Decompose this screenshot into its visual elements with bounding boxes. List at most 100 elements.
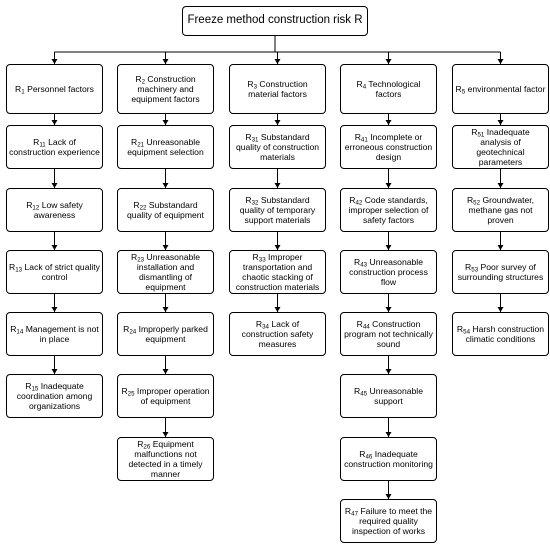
risk-item-4-5-label: R45 Unreasonable support	[343, 386, 434, 406]
risk-item-2-5-code: R	[121, 385, 128, 396]
risk-item-4-2-label: R42 Code standards, improper selection o…	[343, 195, 434, 225]
risk-item-2-4-label: R24 Improperly parked equipment	[120, 324, 211, 344]
risk-item-4-5-connector-arrowhead	[385, 369, 392, 374]
risk-item-2-4-connector-arrowhead	[162, 307, 169, 312]
risk-item-4-2-connector-arrowhead	[385, 183, 392, 188]
category-1-header-text: Personnel factors	[24, 83, 94, 94]
risk-item-1-5: R15 Inadequate coordination among organi…	[6, 374, 103, 418]
category-2-header: R2 Construction machinery and equipment …	[117, 64, 214, 114]
risk-item-2-5: R25 Improper operation of equipment	[117, 374, 214, 418]
risk-item-4-7-code: R	[344, 505, 352, 516]
risk-item-1-2-label: R12 Low safety awareness	[9, 200, 100, 220]
category-4-header-text: Technological factors	[366, 78, 421, 99]
risk-item-1-4-label: R14 Management is not in place	[9, 324, 100, 344]
risk-item-4-3: R43 Unreasonable construction process fl…	[340, 250, 437, 294]
category-5-header-code-subscript: 5	[461, 88, 466, 96]
risk-item-1-4-connector-arrowhead	[51, 307, 58, 312]
risk-item-1-2-code-subscript: 12	[32, 204, 40, 212]
category-5-header-connector-arrowhead	[497, 59, 504, 64]
risk-item-2-1: R21 Unreasonable equipment selection	[117, 125, 214, 169]
category-3-header-connector-arrowhead	[274, 59, 281, 64]
risk-item-4-4-code: R	[356, 318, 363, 329]
risk-item-3-4-label: R34 Lack of construction safety measures	[232, 319, 323, 349]
risk-item-2-6-label: R26 Equipment malfunctions not detected …	[120, 439, 211, 480]
risk-item-4-6-text: Inadequate construction monitoring	[344, 448, 433, 469]
risk-item-1-4-code: R	[10, 323, 17, 334]
risk-item-3-4: R34 Lack of construction safety measures	[229, 312, 326, 356]
risk-item-5-1-code: R	[471, 126, 478, 137]
risk-item-4-4-label: R44 Construction program not technically…	[343, 319, 434, 349]
risk-item-3-2-text: Substandard quality of temporary support…	[239, 194, 316, 226]
risk-item-1-3-label: R13 Lack of strict quality control	[9, 262, 100, 282]
risk-item-2-5-label: R25 Improper operation of equipment	[120, 386, 211, 406]
risk-item-5-1-label: R51 Inadequate analysis of geotechnical …	[455, 127, 546, 168]
category-3-header: R3 Construction material factors	[229, 64, 326, 114]
risk-item-2-1-label: R21 Unreasonable equipment selection	[120, 137, 211, 157]
risk-item-4-4-text: Construction program not technically sou…	[344, 318, 433, 350]
risk-item-4-6-connector-arrowhead	[385, 432, 392, 437]
risk-item-4-1-label: R41 Incomplete or erroneous construction…	[343, 132, 434, 162]
category-3-header-code: R	[247, 78, 254, 89]
risk-item-3-2-label: R32 Substandard quality of temporary sup…	[232, 195, 323, 225]
risk-item-2-6-text: Equipment malfunctions not detected in a…	[128, 438, 203, 480]
risk-item-3-1-code: R	[245, 131, 252, 142]
risk-item-5-2-code: R	[466, 194, 474, 205]
risk-item-4-1-text: Incomplete or erroneous construction des…	[344, 131, 433, 163]
category-3-header-code-subscript: 3	[253, 83, 258, 91]
risk-item-1-2-code: R	[26, 199, 33, 210]
risk-item-2-4-text: Improperly parked equipment	[136, 323, 208, 344]
risk-item-2-2: R22 Substandard quality of equipment	[117, 188, 214, 232]
category-2-header-text: Construction machinery and equipment fac…	[131, 73, 200, 105]
risk-item-1-5-code: R	[25, 380, 32, 391]
risk-item-3-2-code-subscript: 32	[251, 199, 259, 207]
risk-item-5-4-code-subscript: 54	[463, 328, 471, 336]
risk-item-3-1-connector-arrowhead	[274, 120, 281, 125]
risk-item-4-6: R46 Inadequate construction monitoring	[340, 437, 437, 481]
risk-item-2-1-code-subscript: 21	[137, 141, 145, 149]
risk-item-1-2-text: Low safety awareness	[33, 199, 83, 220]
risk-item-3-3: R33 Improper transportation and chaotic …	[229, 250, 326, 294]
risk-item-1-3-connector-arrowhead	[51, 245, 58, 250]
risk-item-2-4-code-subscript: 24	[129, 328, 137, 336]
risk-item-2-6-code-subscript: 26	[143, 443, 151, 451]
risk-item-4-1-code: R	[354, 131, 361, 142]
risk-item-5-2-text: Groundwater, methane gas not proven	[468, 194, 535, 226]
category-1-header: R1 Personnel factors	[6, 64, 103, 114]
risk-item-2-3: R23 Unreasonable installation and disman…	[117, 250, 214, 294]
category-2-header-label: R2 Construction machinery and equipment …	[120, 74, 211, 104]
risk-item-4-6-code: R	[359, 448, 366, 459]
risk-item-2-2-code: R	[133, 199, 140, 210]
risk-item-2-5-text: Improper operation of equipment	[134, 385, 210, 406]
category-3-header-text: Construction material factors	[248, 78, 308, 99]
risk-item-1-1-code-subscript: 11	[39, 141, 46, 149]
risk-item-1-5-code-subscript: 15	[31, 385, 39, 393]
risk-item-1-3-code: R	[9, 261, 16, 272]
risk-item-3-1-label: R31 Substandard quality of construction …	[232, 132, 323, 162]
risk-item-3-3-label: R33 Improper transportation and chaotic …	[232, 252, 323, 293]
category-5-header: R5 environmental factor	[452, 64, 549, 114]
category-4-header-connector-arrowhead	[385, 59, 392, 64]
risk-item-2-4-code: R	[123, 323, 130, 334]
risk-item-3-3-connector-arrowhead	[274, 245, 281, 250]
risk-item-5-4-label: R54 Harsh construction climatic conditio…	[455, 324, 546, 344]
risk-item-1-3: R13 Lack of strict quality control	[6, 250, 103, 294]
risk-item-2-2-code-subscript: 22	[139, 204, 147, 212]
risk-item-5-3-text: Poor survey of surrounding structures	[457, 261, 544, 282]
risk-item-4-3-connector-arrowhead	[385, 245, 392, 250]
risk-item-4-6-label: R46 Inadequate construction monitoring	[343, 449, 434, 469]
risk-item-4-4: R44 Construction program not technically…	[340, 312, 437, 356]
risk-item-1-3-text: Lack of strict quality control	[22, 261, 100, 282]
risk-item-2-1-text: Unreasonable equipment selection	[127, 136, 204, 157]
risk-item-2-6-code: R	[137, 438, 144, 449]
risk-item-1-1: R11 Lack of construction experience	[6, 125, 103, 169]
risk-item-1-4-code-subscript: 14	[16, 328, 24, 336]
risk-item-4-2-code-subscript: 42	[355, 199, 363, 207]
category-2-header-code-subscript: 2	[141, 78, 146, 86]
risk-item-4-5-code-subscript: 45	[360, 390, 368, 398]
risk-item-2-3-code-subscript: 23	[137, 256, 145, 264]
risk-item-2-1-connector-arrowhead	[162, 120, 169, 125]
category-3-header-label: R3 Construction material factors	[232, 79, 323, 99]
risk-item-4-4-connector-arrowhead	[385, 307, 392, 312]
risk-item-4-7-label: R47 Failure to meet the required quality…	[343, 506, 434, 536]
